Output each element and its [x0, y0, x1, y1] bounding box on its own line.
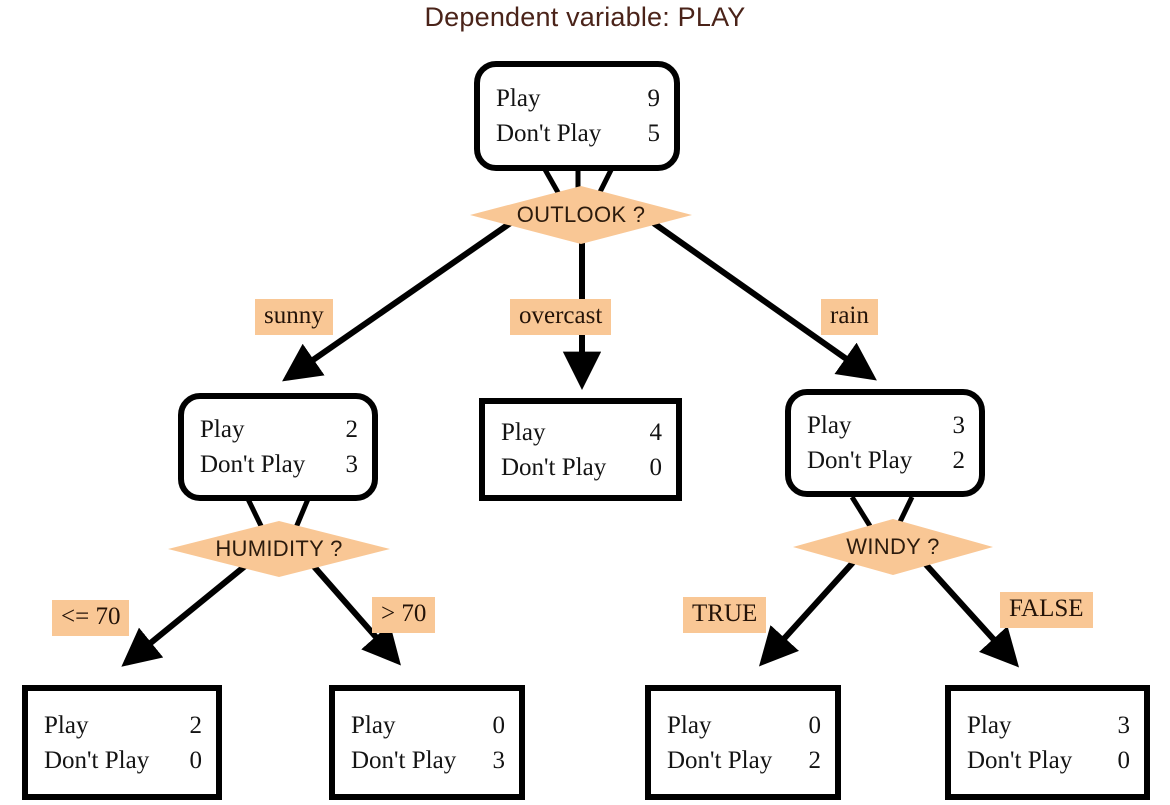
- node-root-dontplay-label: Don't Play: [496, 120, 602, 147]
- node-overcast-play-label: Play: [501, 418, 546, 446]
- node-humidity-gt70-dontplay-row: Don't Play 3: [335, 743, 519, 778]
- node-sunny-play-value: 2: [345, 416, 359, 443]
- node-sunny-dontplay-value: 3: [345, 451, 359, 478]
- edge-label-sunny: sunny: [255, 299, 333, 335]
- node-root-play-value: 9: [647, 85, 661, 112]
- node-root-dontplay-row: Don't Play 5: [480, 116, 674, 151]
- node-sunny-play-label: Play: [200, 416, 245, 443]
- node-windy-false-play-value: 3: [1117, 711, 1131, 739]
- node-root-play-row: Play 9: [480, 81, 674, 116]
- node-humidity-gt70-dontplay-value: 3: [492, 746, 506, 774]
- node-humidity-le70[interactable]: Play 2 Don't Play 0: [22, 685, 222, 800]
- node-rain-dontplay-value: 2: [952, 447, 966, 474]
- node-humidity-le70-play-label: Play: [44, 711, 89, 739]
- edge-humidity-le70: [121, 559, 252, 667]
- node-root-dontplay-value: 5: [647, 120, 661, 147]
- node-humidity-le70-dontplay-row: Don't Play 0: [28, 743, 216, 778]
- edge-label-overcast: overcast: [510, 299, 612, 335]
- node-overcast-dontplay-value: 0: [649, 453, 663, 481]
- decision-humidity[interactable]: HUMIDITY ?: [168, 521, 390, 577]
- node-windy-false-dontplay-label: Don't Play: [967, 746, 1073, 774]
- node-sunny-dontplay-label: Don't Play: [200, 451, 306, 478]
- node-rain[interactable]: Play 3 Don't Play 2: [785, 389, 985, 497]
- decision-windy[interactable]: WINDY ?: [793, 519, 993, 575]
- node-sunny[interactable]: Play 2 Don't Play 3: [178, 393, 378, 501]
- edge-label-windy-true: TRUE: [683, 597, 767, 633]
- node-rain-dontplay-row: Don't Play 2: [791, 443, 979, 478]
- edge-label-humidity-le70: <= 70: [52, 600, 130, 636]
- node-humidity-le70-play-value: 2: [189, 711, 203, 739]
- decision-humidity-label: HUMIDITY ?: [215, 536, 343, 561]
- edge-label-rain: rain: [821, 299, 878, 335]
- node-sunny-dontplay-row: Don't Play 3: [184, 447, 372, 482]
- decision-outlook[interactable]: OUTLOOK ?: [470, 186, 692, 244]
- node-sunny-play-row: Play 2: [184, 412, 372, 447]
- node-windy-false[interactable]: Play 3 Don't Play 0: [945, 685, 1150, 800]
- node-rain-play-label: Play: [807, 412, 852, 439]
- edge-label-windy-false: FALSE: [1000, 592, 1093, 628]
- node-windy-false-play-row: Play 3: [951, 708, 1144, 743]
- node-windy-true-dontplay-row: Don't Play 2: [651, 743, 835, 778]
- node-overcast-dontplay-label: Don't Play: [501, 453, 607, 481]
- node-overcast-play-row: Play 4: [485, 415, 676, 450]
- node-windy-true[interactable]: Play 0 Don't Play 2: [645, 685, 841, 800]
- node-windy-true-dontplay-value: 2: [808, 746, 822, 774]
- decision-outlook-label: OUTLOOK ?: [516, 202, 646, 227]
- node-humidity-gt70-play-value: 0: [492, 711, 506, 739]
- node-humidity-gt70-play-label: Play: [351, 711, 396, 739]
- node-windy-false-play-label: Play: [967, 711, 1012, 739]
- node-rain-dontplay-label: Don't Play: [807, 447, 913, 474]
- node-humidity-gt70-play-row: Play 0: [335, 708, 519, 743]
- node-humidity-gt70-dontplay-label: Don't Play: [351, 746, 457, 774]
- node-windy-true-play-label: Play: [667, 711, 712, 739]
- node-humidity-le70-dontplay-label: Don't Play: [44, 746, 150, 774]
- node-windy-true-dontplay-label: Don't Play: [667, 746, 773, 774]
- node-windy-true-play-value: 0: [808, 711, 822, 739]
- node-overcast-play-value: 4: [649, 418, 663, 446]
- node-rain-play-value: 3: [952, 412, 966, 439]
- node-humidity-gt70[interactable]: Play 0 Don't Play 3: [329, 685, 525, 800]
- node-root-play-label: Play: [496, 85, 541, 112]
- node-windy-false-dontplay-value: 0: [1117, 746, 1131, 774]
- node-overcast[interactable]: Play 4 Don't Play 0: [479, 398, 682, 501]
- node-humidity-le70-play-row: Play 2: [28, 708, 216, 743]
- page-title: Dependent variable: PLAY: [424, 2, 746, 32]
- node-windy-true-play-row: Play 0: [651, 708, 835, 743]
- edge-label-humidity-gt70: > 70: [372, 597, 436, 633]
- node-overcast-dontplay-row: Don't Play 0: [485, 450, 676, 485]
- node-root[interactable]: Play 9 Don't Play 5: [474, 61, 680, 171]
- node-windy-false-dontplay-row: Don't Play 0: [951, 743, 1144, 778]
- decision-windy-label: WINDY ?: [846, 534, 940, 559]
- node-humidity-le70-dontplay-value: 0: [189, 746, 203, 774]
- node-rain-play-row: Play 3: [791, 408, 979, 443]
